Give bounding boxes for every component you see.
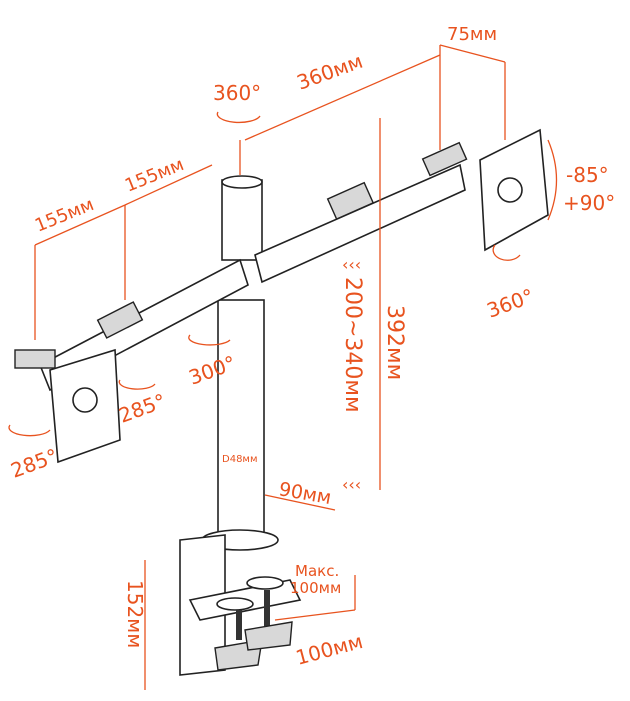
label-pole-rotation: 360° <box>213 81 261 105</box>
label-clamp-width: 100мм <box>293 629 365 670</box>
svg-text:‹‹‹: ‹‹‹ <box>342 475 361 494</box>
label-clamp-offset: 90мм <box>277 478 333 509</box>
label-pole-diameter: D48мм <box>222 454 258 465</box>
desk-clamp <box>179 534 302 676</box>
label-arm-depth: 75мм <box>447 24 497 45</box>
svg-text:‹‹‹: ‹‹‹ <box>342 255 361 274</box>
arm-right <box>254 141 468 284</box>
label-height-adjust: 200~340мм <box>340 277 365 413</box>
vesa-plate-left <box>49 348 121 464</box>
label-left-head-swivel-2: 285° <box>8 444 61 483</box>
label-right-head-rotation: 360° <box>484 284 537 323</box>
label-max-desk: Макс. <box>295 562 339 580</box>
label-tilt-up: +90° <box>563 191 615 215</box>
label-clamp-height: 152мм <box>123 580 147 648</box>
label-left-arm-segment-1: 155мм <box>32 194 97 237</box>
label-left-arm-segment-2: 155мм <box>122 154 187 197</box>
dimension-lines <box>8 44 558 690</box>
label-pole-height: 392мм <box>382 305 407 380</box>
label-tilt-down: -85° <box>566 163 609 187</box>
height-adjust-chevrons: ‹‹‹ ‹‹‹ <box>342 255 361 494</box>
label-arm-length: 360мм <box>294 49 366 95</box>
label-left-head-swivel-1: 285° <box>116 389 169 428</box>
vesa-plate-right <box>479 128 549 252</box>
label-max-desk-value: 100мм <box>290 579 341 597</box>
